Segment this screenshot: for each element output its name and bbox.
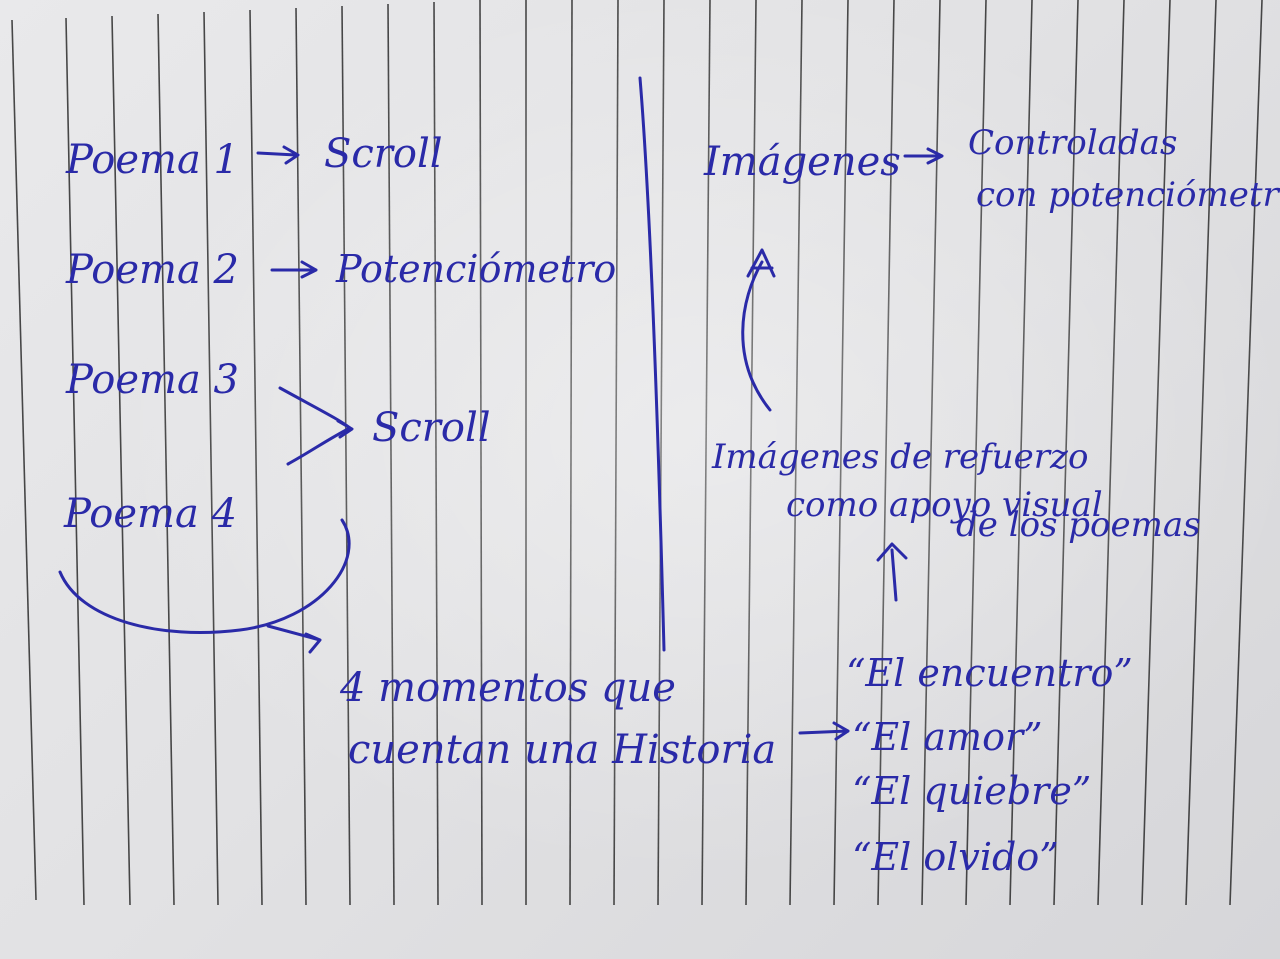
arrow-poem2-icon xyxy=(270,260,318,279)
poem-2-interaction: Potenciómetro xyxy=(336,247,617,291)
divider-line-icon xyxy=(638,76,666,652)
arrowhead-up-icon xyxy=(746,248,776,278)
story-line-2: cuentan una Historia xyxy=(348,727,777,773)
poem-4-label: Poema 4 xyxy=(64,491,237,537)
arrow-up-support-icon xyxy=(876,542,908,602)
arrow-to-moments-icon xyxy=(798,721,850,741)
curve-to-story-icon xyxy=(58,518,351,634)
bracket-poem3-4-icon xyxy=(278,386,352,466)
support-line-3: de los poemas xyxy=(956,505,1201,545)
moment-1: “El encuentro” xyxy=(846,651,1133,695)
arrow-bracket-icon xyxy=(336,419,354,439)
images-label: Imágenes xyxy=(704,139,901,185)
images-control-line-2: con potenciómetro. xyxy=(976,175,1280,215)
arrow-poem1-icon xyxy=(256,145,300,165)
support-line-1: Imágenes de refuerzo xyxy=(712,437,1089,477)
poem-2-label: Poema 2 xyxy=(66,247,239,293)
curve-support-to-images-icon xyxy=(741,260,772,412)
shared-interaction-label: Scroll xyxy=(372,405,491,451)
support-line-2: como apoyo visual xyxy=(786,485,1103,525)
poem-1-label: Poema 1 xyxy=(66,137,239,183)
moment-3: “El quiebre” xyxy=(852,769,1092,813)
images-control-line-1: Controladas xyxy=(968,123,1178,163)
arrow-to-story-icon xyxy=(266,624,322,654)
poem-3-label: Poema 3 xyxy=(66,357,239,403)
moment-2: “El amor” xyxy=(852,715,1043,759)
moment-4: “El olvido” xyxy=(852,835,1059,879)
arrow-images-icon xyxy=(903,147,944,165)
story-line-1: 4 momentos que xyxy=(340,665,676,711)
poem-1-interaction: Scroll xyxy=(324,131,443,177)
